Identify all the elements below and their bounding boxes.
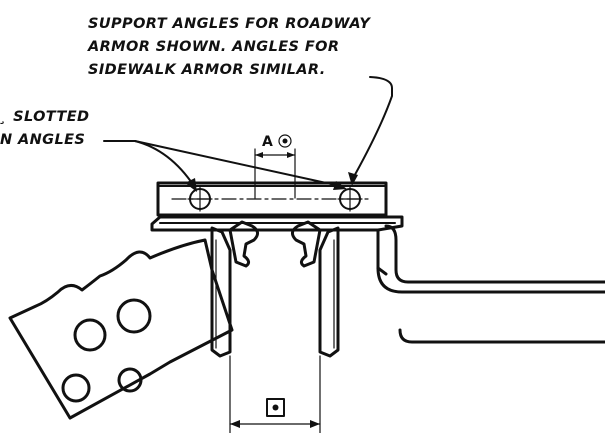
slotted-hole-right: [337, 186, 363, 212]
right-armor-angle: [291, 220, 340, 358]
square-dot-symbol: [266, 398, 285, 417]
support-note-line1: SUPPORT ANGLES FOR ROADWAY: [88, 16, 371, 32]
right-bracket: [376, 224, 605, 344]
slotted-note-line2: N ANGLES: [0, 132, 85, 148]
bottom-dimension: [229, 355, 321, 433]
support-note-line2: ARMOR SHOWN. ANGLES FOR: [87, 39, 339, 55]
concentric-circle-symbol: [278, 134, 292, 148]
left-armor-angle: [210, 220, 259, 358]
support-note-line3: SIDEWALK ARMOR SIMILAR.: [88, 62, 326, 78]
dimension-label-a: A: [262, 134, 273, 150]
slotted-note-line1: ¸ SLOTTED: [0, 109, 89, 125]
top-dimension: A: [254, 134, 296, 199]
armor-flange: [150, 215, 404, 232]
support-leader: [348, 76, 393, 186]
slotted-hole-left: [187, 186, 213, 212]
perforated-armor-plate: [8, 238, 234, 420]
